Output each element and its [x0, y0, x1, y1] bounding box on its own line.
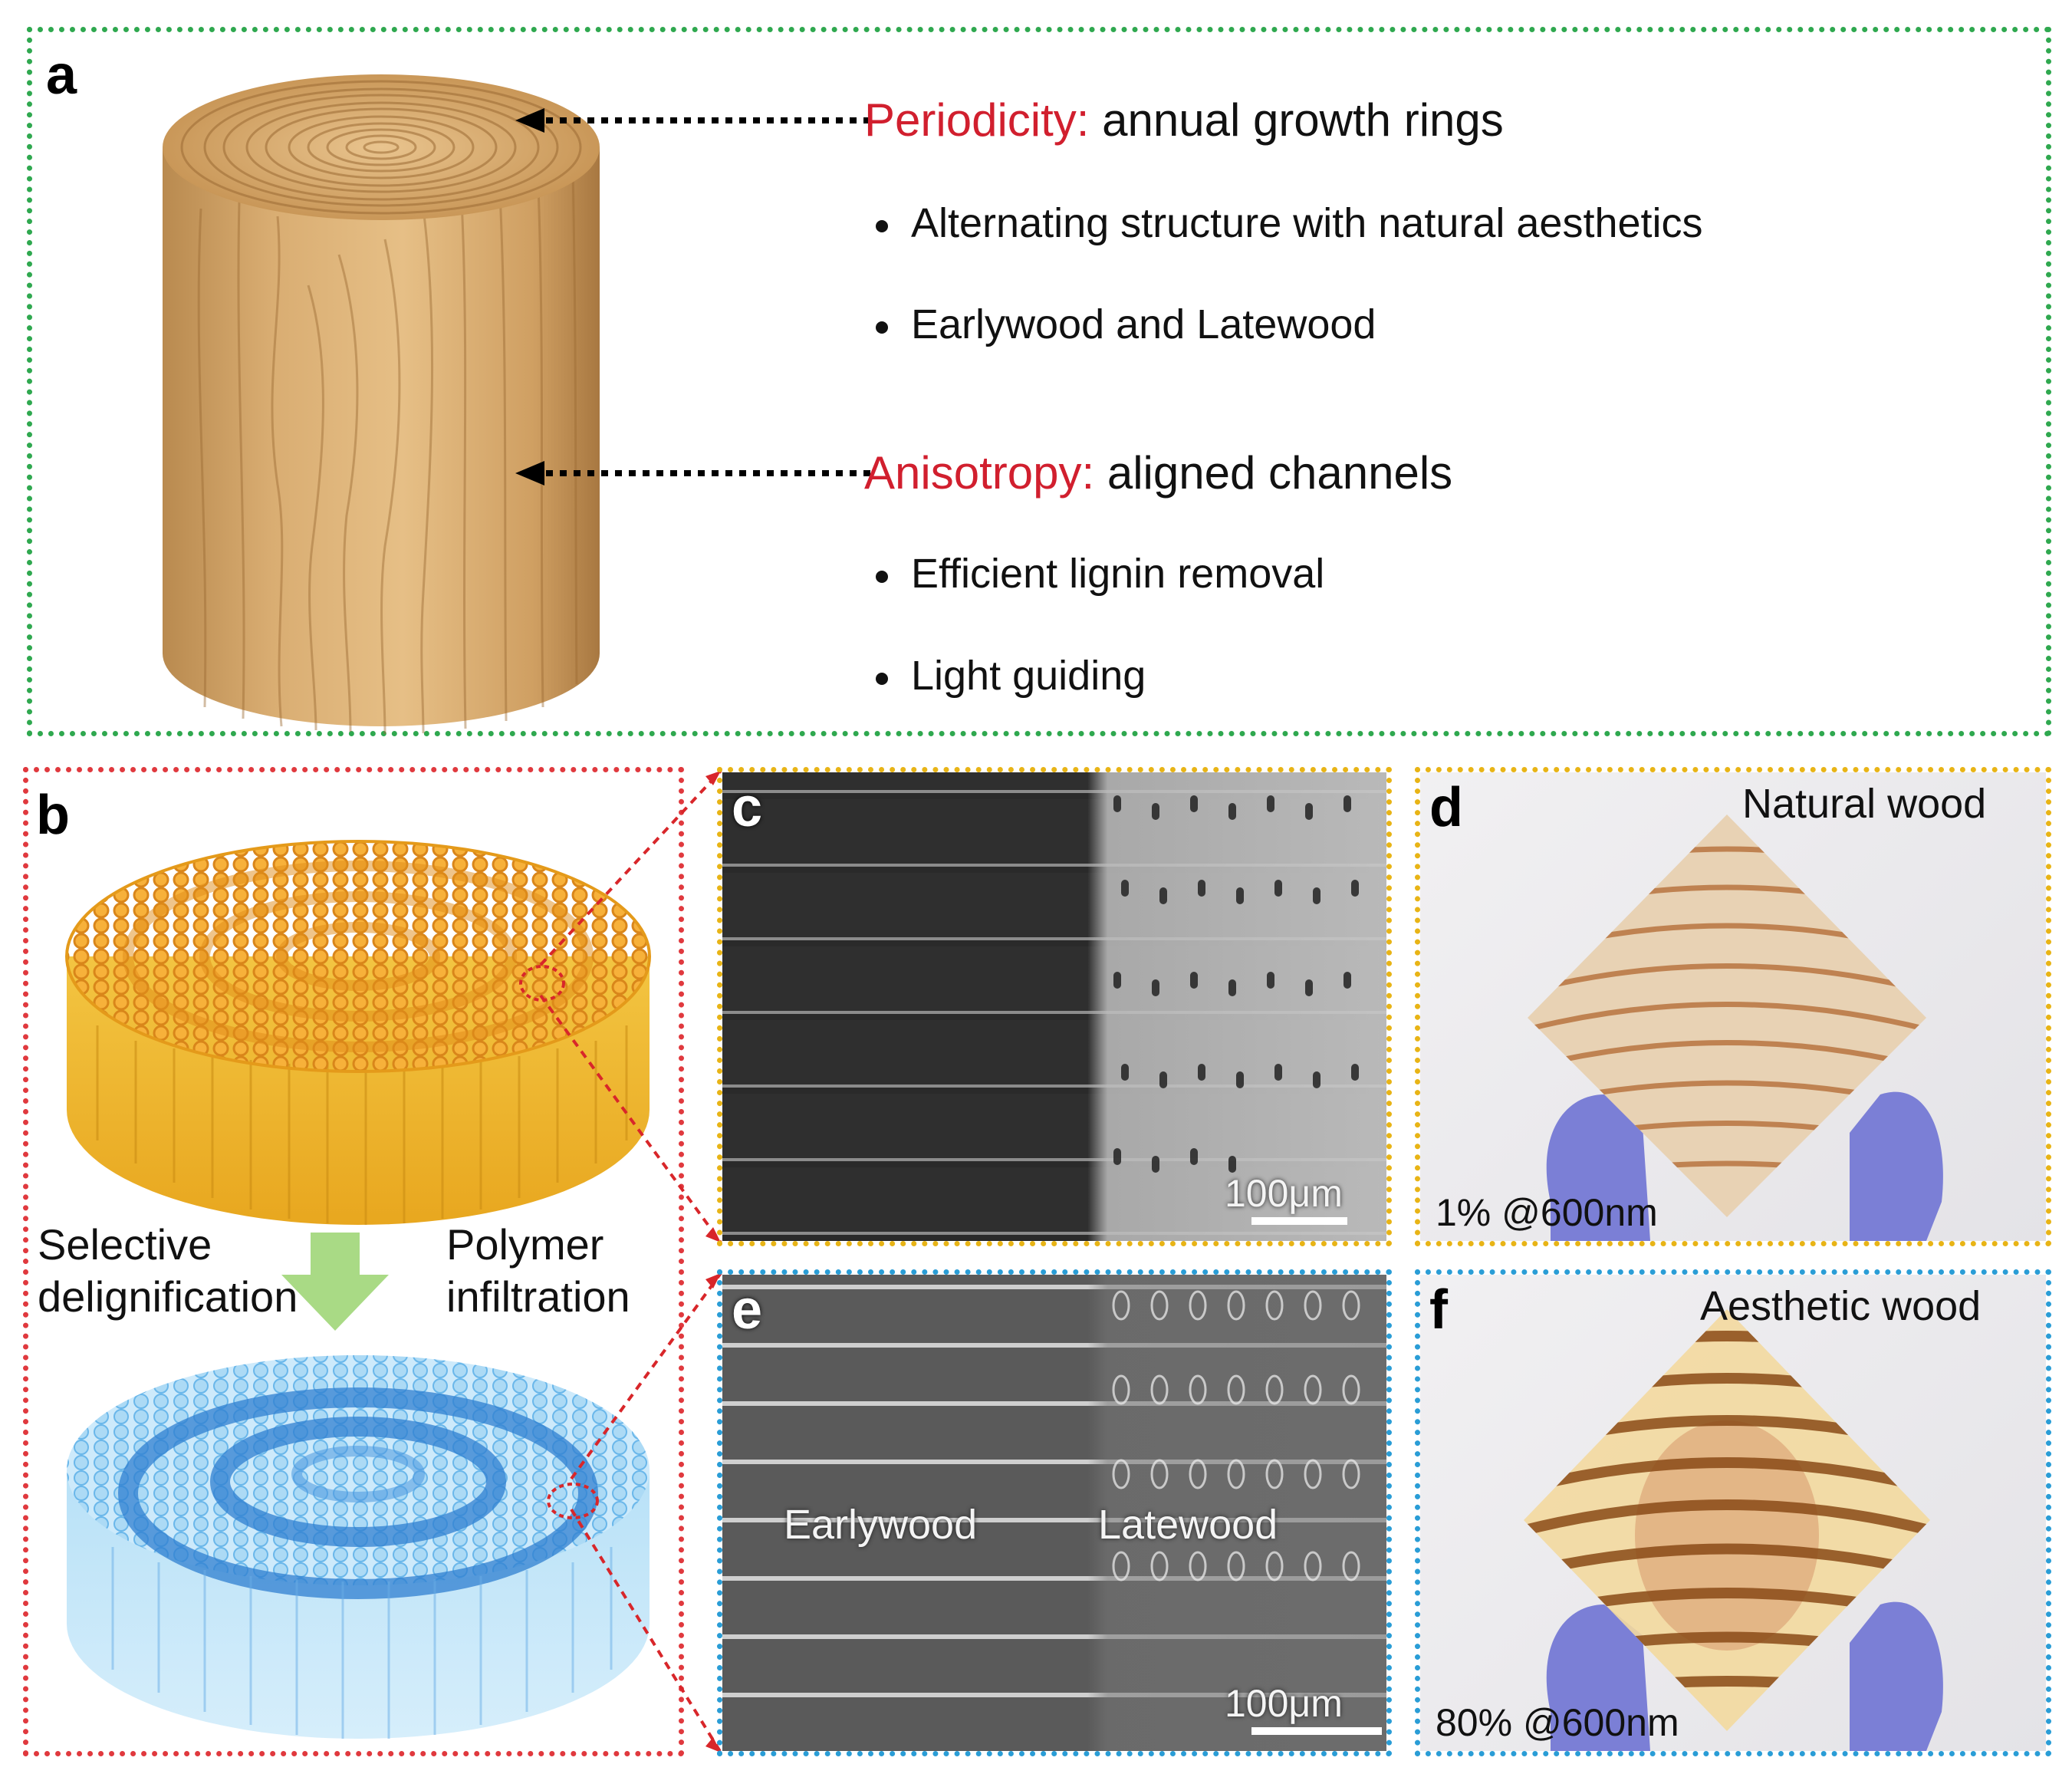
panel-f-title: Aesthetic wood [1700, 1283, 1982, 1329]
periodicity-text: annual growth rings [1089, 94, 1504, 146]
panel-d: d Natural wood 1% @600nm [1415, 767, 2051, 1246]
scale-label: 100μm [1225, 1172, 1343, 1215]
transmittance-caption: 80% @600nm [1436, 1701, 1679, 1744]
aesthetic-wood-channels-disk [67, 1355, 650, 1739]
bullet-item: Earlywood and Latewood [876, 301, 1376, 348]
sem-image-natural [722, 772, 1386, 1241]
wood-log-illustration [163, 74, 600, 735]
panel-letter-e: e [732, 1279, 763, 1341]
periodicity-heading: Periodicity: annual growth rings [864, 94, 1504, 146]
infiltration-label: Polymer infiltration [446, 1220, 630, 1321]
transmittance-caption: 1% @600nm [1436, 1191, 1658, 1234]
periodicity-key: Periodicity: [864, 94, 1090, 146]
bullet-item: Efficient lignin removal [876, 550, 1324, 597]
anisotropy-arrow [515, 461, 876, 485]
earlywood-label: Earlywood [784, 1502, 978, 1548]
panel-letter-d: d [1429, 777, 1463, 838]
periodicity-arrow [515, 108, 876, 133]
natural-wood-channels-disk [65, 840, 651, 1225]
anisotropy-text: aligned channels [1094, 447, 1453, 499]
scale-bar [1251, 1727, 1382, 1735]
panel-a: a [27, 27, 2051, 736]
panel-c: c 100μm [717, 767, 1392, 1246]
panel-letter-f: f [1429, 1279, 1448, 1341]
delignification-label: Selective delignification [38, 1220, 298, 1321]
panel-d-title: Natural wood [1742, 781, 1987, 827]
panel-letter-b: b [36, 785, 70, 846]
photo-aesthetic-wood [1420, 1275, 2046, 1751]
anisotropy-key: Anisotropy: [864, 447, 1095, 499]
anisotropy-heading: Anisotropy: aligned channels [864, 446, 1452, 499]
photo-natural-wood [1420, 772, 2046, 1241]
scale-label: 100μm [1225, 1682, 1343, 1725]
panel-letter-c: c [732, 777, 763, 838]
panel-e: e Earlywood Latewood 100μm [717, 1269, 1392, 1756]
bullet-item: Alternating structure with natural aesth… [876, 199, 1703, 247]
bullet-item: Light guiding [876, 652, 1146, 699]
panel-letter-a: a [46, 44, 77, 106]
process-arrow [281, 1233, 389, 1331]
sem-image-aesthetic [722, 1275, 1386, 1751]
latewood-label: Latewood [1098, 1502, 1278, 1548]
panel-f: f Aesthetic wood 80% @600nm [1415, 1269, 2051, 1756]
scale-bar [1251, 1217, 1347, 1225]
panel-b: b [23, 767, 684, 1756]
